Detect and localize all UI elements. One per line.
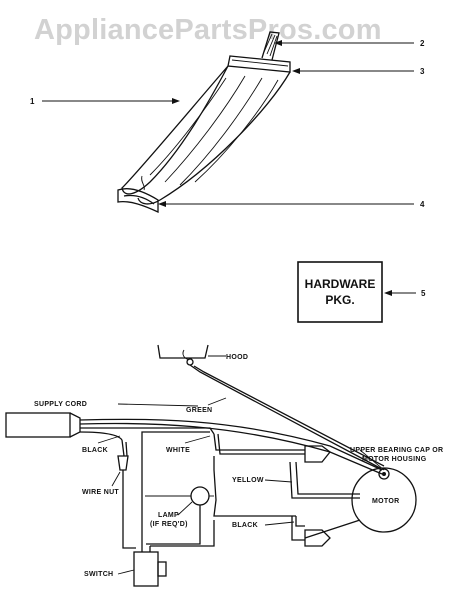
- label-black-upper: BLACK: [82, 447, 108, 454]
- label-motor: MOTOR: [372, 498, 399, 505]
- label-upper-bearing-2: MOTOR HOUSING: [362, 456, 427, 463]
- callout-leaders: [42, 40, 416, 296]
- callout-4: 4: [420, 200, 425, 209]
- label-yellow: YELLOW: [232, 477, 264, 484]
- hood-screw: [186, 358, 194, 366]
- label-green: GREEN: [186, 407, 212, 414]
- label-wire-nut: WIRE NUT: [82, 489, 119, 496]
- label-upper-bearing-1: UPPER BEARING CAP OR: [350, 447, 443, 454]
- cord-wire-a: [79, 418, 383, 471]
- bag-left-edge: [121, 65, 229, 195]
- label-lamp-1: LAMP: [158, 512, 179, 519]
- bag-hanger-strap: [261, 31, 280, 61]
- upper-connector: [304, 445, 331, 463]
- lower-connector: [304, 529, 331, 547]
- hood-outline: [157, 344, 209, 359]
- upper-bearing-cap: [378, 468, 390, 480]
- hardware-pkg-box: [297, 261, 383, 323]
- motor-circle: [351, 467, 417, 533]
- black-wire-lower: [295, 516, 305, 527]
- callout-2: 2: [420, 39, 425, 48]
- callout-5: 5: [421, 289, 426, 298]
- bag-collar: [227, 55, 291, 73]
- wiring-diagram: [5, 344, 417, 587]
- supply-cord-plug: [5, 412, 71, 438]
- cord-wire-black: [79, 431, 123, 441]
- bag-right-edge: [137, 71, 291, 205]
- strap-texture: [263, 33, 278, 57]
- wire-nut: [117, 455, 129, 471]
- label-hood: HOOD: [226, 354, 248, 361]
- cord-wire-white: [80, 427, 215, 435]
- label-black-lower: BLACK: [232, 522, 258, 529]
- callout-1: 1: [30, 97, 35, 106]
- yellow-wire: [289, 461, 360, 499]
- callout-3: 3: [420, 67, 425, 76]
- label-lamp-2: (IF REQ'D): [150, 521, 188, 528]
- switch-body: [133, 551, 159, 587]
- hardware-pkg-line1: HARDWARE: [305, 277, 376, 291]
- lamp-socket: [190, 486, 210, 506]
- ground-wire: [189, 364, 381, 469]
- hardware-pkg-line2: PKG.: [325, 293, 354, 307]
- bag-bottom-clamp: [117, 188, 159, 214]
- label-supply-cord: SUPPLY CORD: [34, 401, 87, 408]
- watermark: AppliancePartsPros.com: [34, 14, 382, 46]
- label-switch: SWITCH: [84, 571, 113, 578]
- bag-assembly: [117, 31, 291, 214]
- label-white: WHITE: [166, 447, 190, 454]
